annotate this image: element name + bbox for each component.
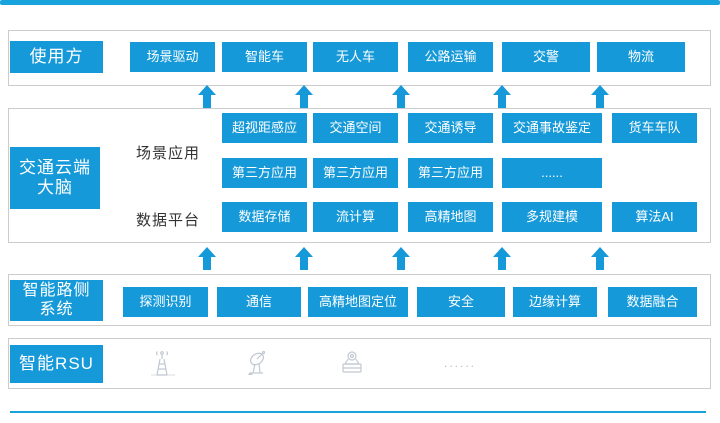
- rsu-ellipsis: ......: [443, 356, 476, 370]
- roadside-item: 探测识别: [123, 287, 208, 317]
- up-arrow-icon: [591, 85, 609, 108]
- up-arrow-icon: [198, 247, 216, 270]
- up-arrow-icon: [591, 247, 609, 270]
- signal-tower-icon: [149, 349, 177, 377]
- third-party-app-item: 第三方应用: [313, 158, 398, 188]
- data-platform-item: 多规建模: [502, 202, 602, 232]
- up-arrow-icon: [295, 85, 313, 108]
- bottom-accent-line: [10, 411, 706, 413]
- data-platform-item: 高精地图: [408, 202, 493, 232]
- up-arrow-icon: [392, 85, 410, 108]
- up-arrow-icon: [493, 85, 511, 108]
- user-item: 智能车: [222, 42, 307, 72]
- data-platform-item: 算法AI: [612, 202, 697, 232]
- user-item: 无人车: [313, 42, 398, 72]
- user-item: 交警: [502, 42, 590, 72]
- roadside-label-line1: 智能路侧: [22, 282, 91, 300]
- data-platform-item: 流计算: [313, 202, 398, 232]
- roadside-item: 高精地图定位: [308, 287, 408, 317]
- scene-app-item: 货车车队: [612, 113, 697, 143]
- roadside-label-line2: 系统: [39, 300, 74, 318]
- third-party-app-item: 第三方应用: [222, 158, 307, 188]
- scene-app-item: 交通诱导: [408, 113, 493, 143]
- roadside-item: 安全: [417, 287, 505, 317]
- scene-app-item: 交通事故鉴定: [502, 113, 602, 143]
- up-arrow-icon: [493, 247, 511, 270]
- scene-group-label: 场景应用: [135, 145, 200, 162]
- up-arrow-icon: [198, 85, 216, 108]
- data-group-label: 数据平台: [135, 212, 200, 229]
- layer-label-rsu: 智能RSU: [10, 345, 103, 383]
- satellite-dish-icon: [244, 349, 272, 377]
- cloud-label-line1: 交通云端: [19, 158, 91, 178]
- up-arrow-icon: [392, 247, 410, 270]
- layer-label-roadside: 智能路侧 系统: [10, 280, 103, 321]
- third-party-app-item: 第三方应用: [408, 158, 493, 188]
- scene-app-item: 超视距感应: [222, 113, 307, 143]
- more-apps-item: ......: [502, 158, 602, 188]
- roadside-item: 边缘计算: [513, 287, 597, 317]
- roadside-item: 数据融合: [608, 287, 697, 317]
- top-accent-bar: [0, 0, 720, 5]
- data-platform-item: 数据存储: [222, 202, 307, 232]
- surveillance-camera-icon: [338, 349, 366, 377]
- user-item: 物流: [597, 42, 685, 72]
- cloud-label-line2: 大脑: [37, 178, 73, 197]
- user-item: 公路运输: [408, 42, 493, 72]
- roadside-item: 通信: [217, 287, 301, 317]
- scene-app-item: 交通空间: [313, 113, 398, 143]
- layer-label-user: 使用方: [10, 41, 103, 73]
- up-arrow-icon: [295, 247, 313, 270]
- user-item: 场景驱动: [130, 42, 215, 72]
- layer-label-cloud: 交通云端 大脑: [10, 147, 100, 209]
